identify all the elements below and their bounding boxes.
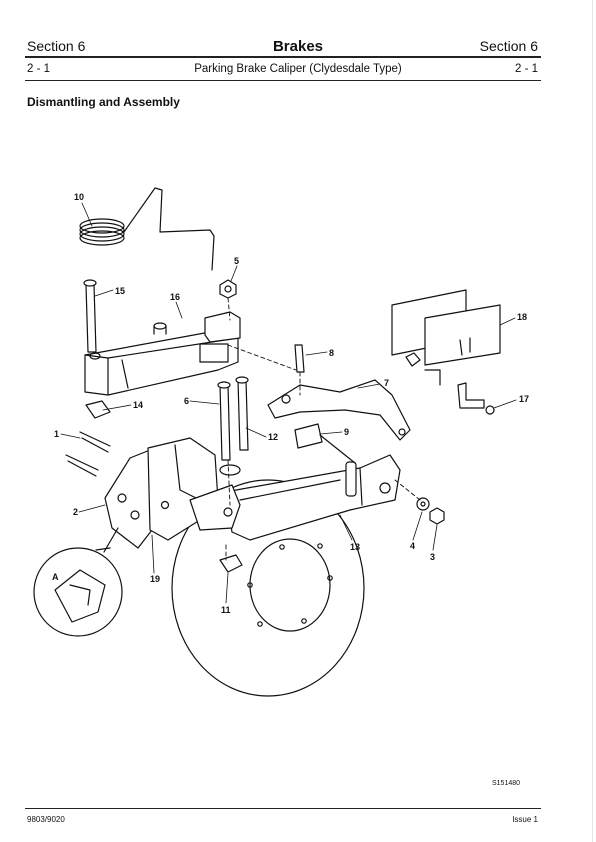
- callout-16: 16: [170, 292, 180, 302]
- document-number: 9803/9020: [27, 815, 65, 824]
- callout-14: 14: [133, 400, 143, 410]
- detail-a-circle: [33, 547, 123, 637]
- callout-2: 2: [73, 507, 78, 517]
- callout-9: 9: [344, 427, 349, 437]
- figure-reference: S151480: [492, 780, 521, 787]
- mounting-bolt: [79, 431, 111, 453]
- subheader-rule: [25, 80, 541, 81]
- page-number-left: 2 - 1: [27, 63, 51, 75]
- section-label-left: Section 6: [27, 38, 86, 54]
- section-heading: Dismantling and Assembly: [27, 95, 180, 109]
- callout-8: 8: [329, 348, 334, 358]
- return-spring: [79, 187, 215, 271]
- adjuster: [294, 423, 323, 449]
- callout-17: 17: [519, 394, 529, 404]
- page-title: Brakes: [272, 38, 324, 55]
- callout-18: 18: [517, 312, 527, 322]
- bolt-12: [237, 379, 249, 451]
- callout-19: 19: [150, 574, 160, 584]
- callout-6: 6: [184, 396, 189, 406]
- callout-3: 3: [430, 552, 435, 562]
- mounting-bracket: [104, 449, 156, 549]
- callout-11: 11: [221, 605, 231, 615]
- callout-12: 12: [268, 432, 278, 442]
- issue-label: Issue 1: [512, 815, 538, 824]
- footer-rule: [25, 808, 541, 809]
- page-number-right: 2 - 1: [514, 63, 538, 75]
- callout-15: 15: [115, 286, 125, 296]
- callout-4: 4: [410, 541, 415, 551]
- callout-1: 1: [54, 429, 59, 439]
- callout-7: 7: [384, 378, 389, 388]
- lever: [267, 379, 411, 441]
- callout-13: 13: [350, 542, 360, 552]
- brake-disc: [171, 479, 365, 697]
- section-label-right: Section 6: [479, 38, 538, 54]
- detail-a-label: A: [52, 572, 59, 582]
- brake-disc-bore: [249, 538, 331, 632]
- callout-10: 10: [74, 192, 84, 202]
- bolt-6: [219, 384, 231, 461]
- page-edge: [592, 0, 593, 842]
- header-rule: [25, 56, 541, 58]
- page-subtitle: Parking Brake Caliper (Clydesdale Type): [194, 63, 402, 75]
- nut-5: [219, 279, 237, 299]
- callout-5: 5: [234, 256, 239, 266]
